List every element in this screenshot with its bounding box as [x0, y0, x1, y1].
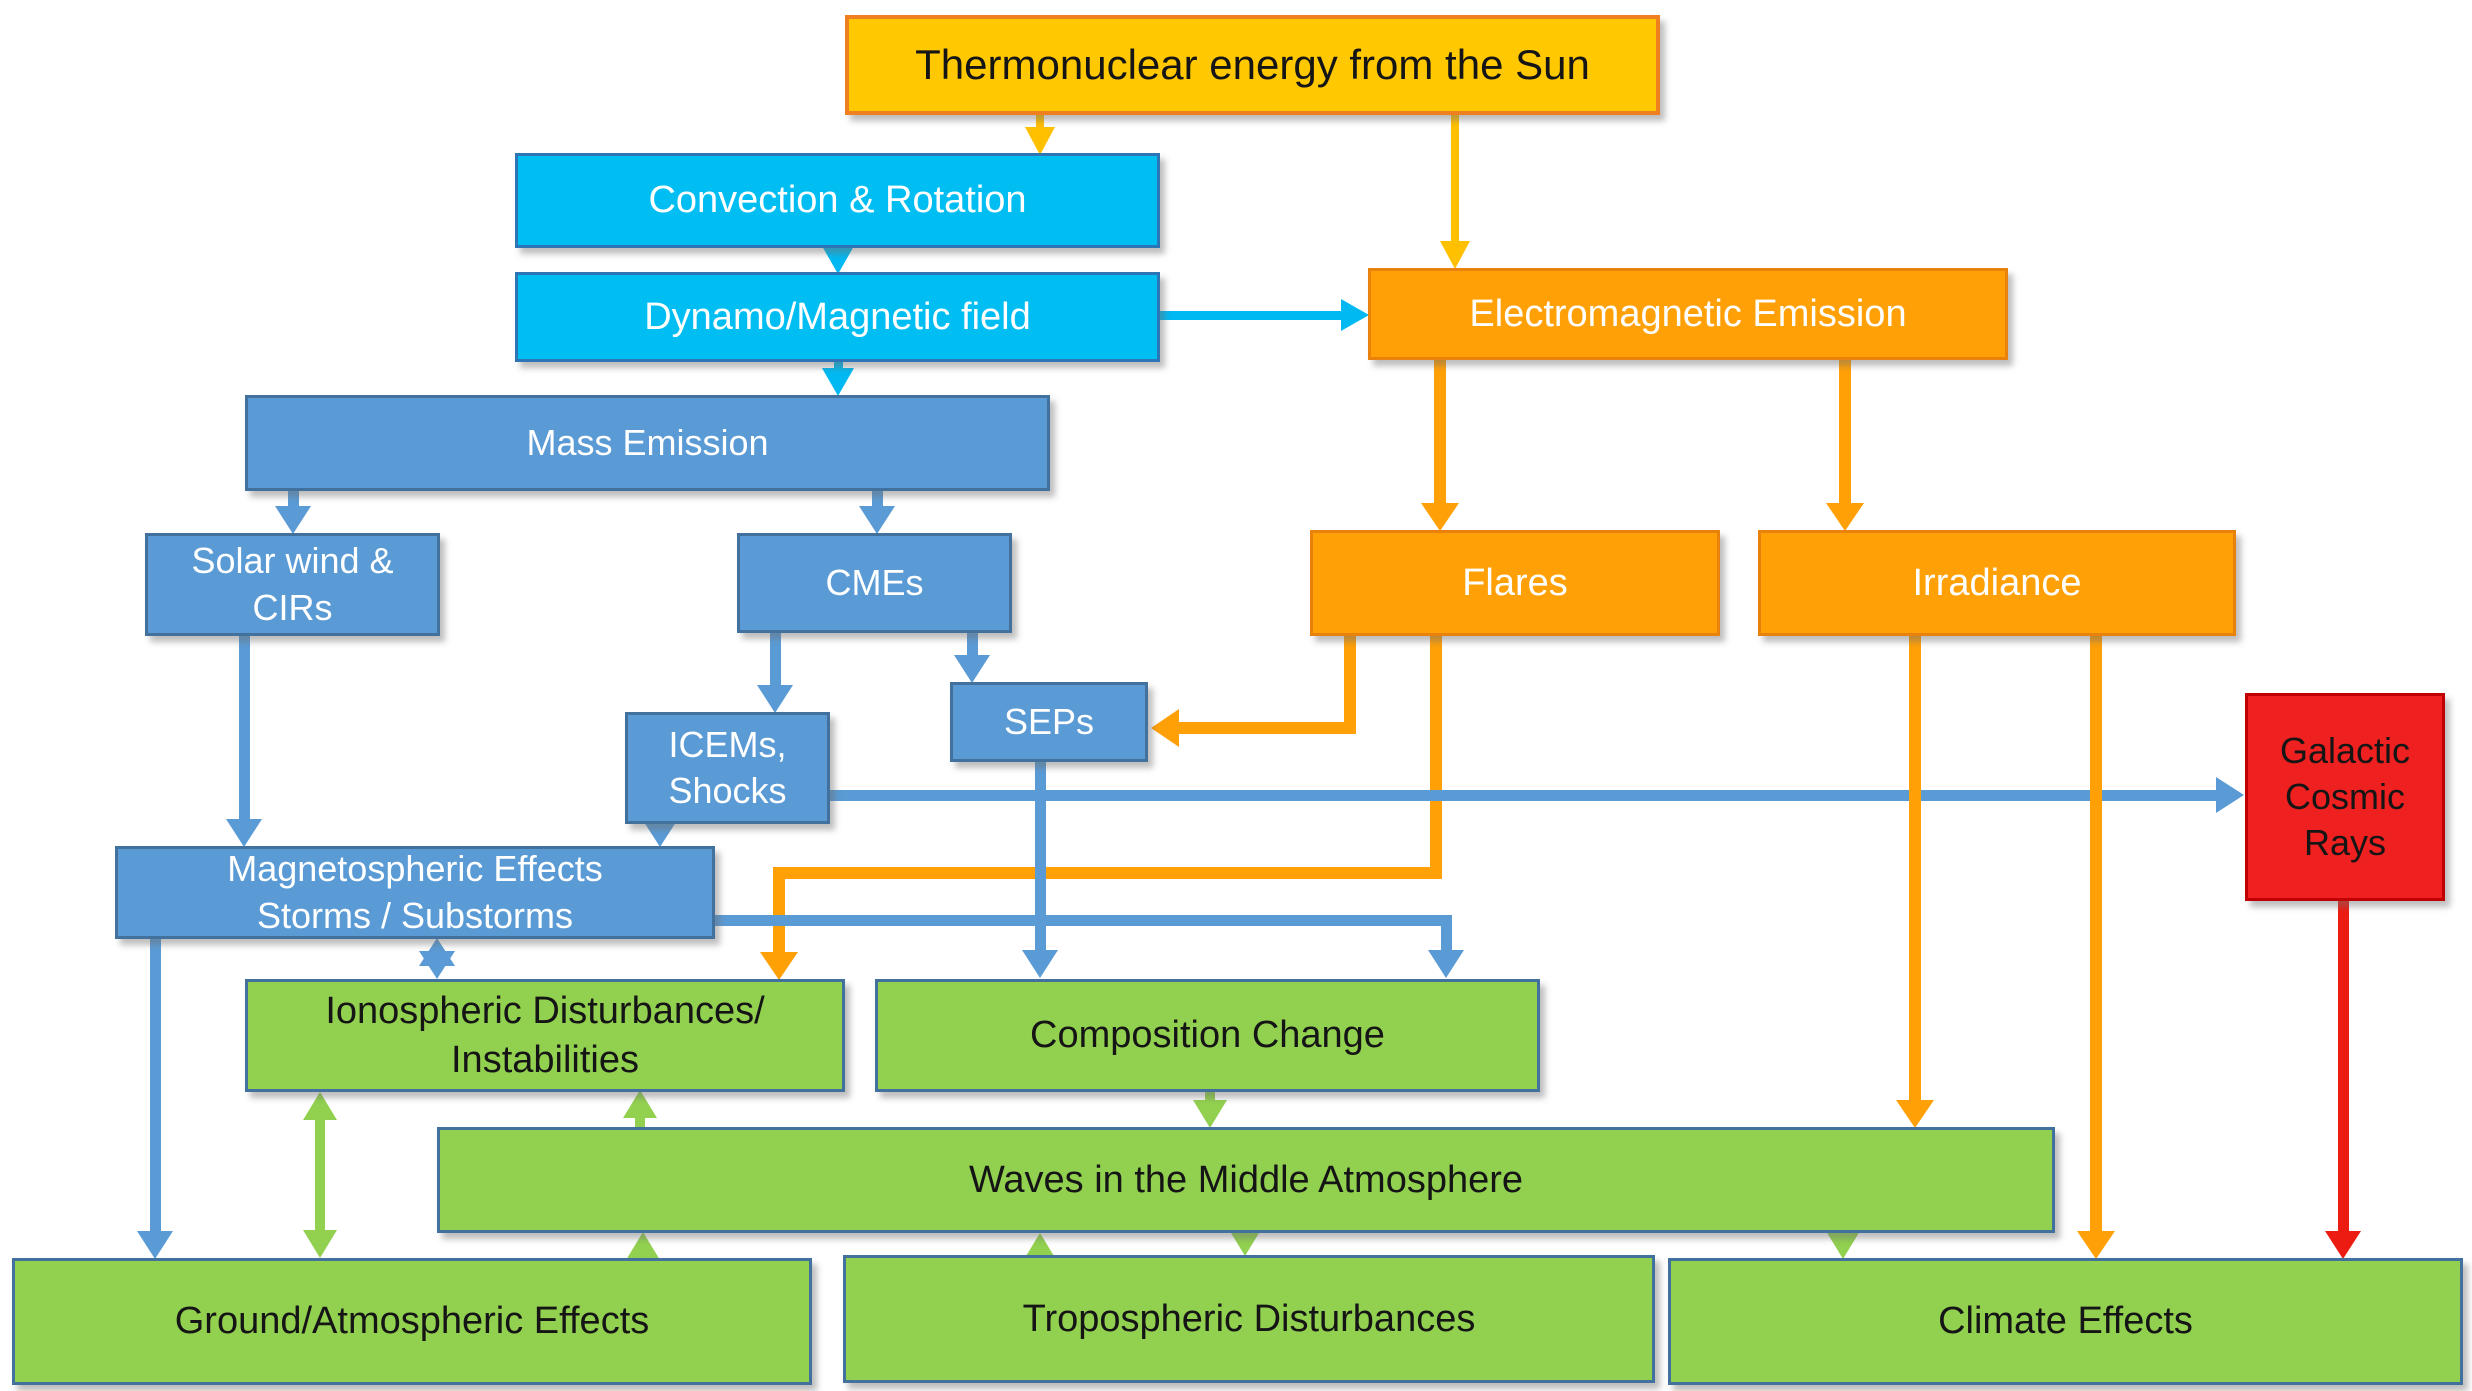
edge-em_emission-irradiance	[1839, 354, 1851, 509]
node-flares: Flares	[1310, 530, 1720, 636]
node-solar-wind-cirs: Solar wind & CIRs	[145, 533, 440, 636]
edge-galactic_cosmic_rays-climate_effects-arrowhead	[2325, 1231, 2361, 1259]
edge-em_emission-flares	[1434, 354, 1446, 509]
edge-magnetospheric-ground_atmospheric	[149, 933, 161, 1237]
edge-magnetospheric-composition_change	[1440, 914, 1452, 956]
edge-irradiance-waves_middle_atmosphere	[1909, 630, 1921, 1106]
edge-magnetospheric-composition_change	[709, 914, 1452, 926]
edge-irradiance-climate_effects	[2090, 630, 2102, 1237]
edge-flares-seps-arrowhead	[1151, 709, 1179, 747]
edge-irradiance-waves_middle_atmosphere-arrowhead	[1896, 1100, 1934, 1128]
edge-convection-dynamo-arrowhead	[822, 246, 854, 274]
edge-thermonuclear-em_emission	[1451, 109, 1459, 245]
edge-magnetospheric-composition_change-arrowhead	[1428, 950, 1464, 978]
edge-ground_atmospheric-ionospheric-arrowhead	[303, 1092, 337, 1120]
edge-irradiance-climate_effects-arrowhead	[2077, 1231, 2115, 1259]
node-galactic-cosmic-rays: Galactic Cosmic Rays	[2245, 693, 2445, 901]
edge-thermonuclear-convection-arrowhead	[1025, 127, 1055, 155]
edge-icems_shocks-galactic_cosmic_rays-arrowhead	[2216, 777, 2244, 813]
edge-waves_middle_atmosphere-climate_effects-arrowhead	[1826, 1231, 1860, 1259]
edge-ground_atmospheric-ionospheric	[315, 1107, 325, 1243]
edge-mass_emission-solar_wind	[287, 485, 299, 512]
edge-mass_emission-cmes	[871, 485, 883, 512]
edge-solar_wind-magnetospheric	[238, 630, 250, 825]
edge-icems_shocks-galactic_cosmic_rays	[824, 789, 2222, 801]
edge-seps-composition_change	[1034, 756, 1046, 956]
edge-ground_atmospheric-waves_middle_atmosphere-arrowhead	[626, 1232, 660, 1260]
node-tropospheric-disturbances: Tropospheric Disturbances	[843, 1255, 1655, 1383]
node-mass-emission: Mass Emission	[245, 395, 1050, 491]
node-convection-rotation: Convection & Rotation	[515, 153, 1160, 248]
edge-thermonuclear-convection	[1036, 109, 1044, 131]
node-icems-shocks: ICEMs, Shocks	[625, 712, 830, 824]
edge-waves_middle_atmosphere-ionospheric	[635, 1113, 645, 1133]
edge-dynamo-em_emission-arrowhead	[1341, 299, 1369, 331]
edge-solar_wind-magnetospheric-arrowhead	[226, 819, 262, 847]
edge-thermonuclear-em_emission-arrowhead	[1440, 241, 1470, 269]
edge-mass_emission-solar_wind-arrowhead	[275, 506, 311, 534]
edge-waves_middle_atmosphere-ionospheric-arrowhead	[623, 1090, 657, 1118]
node-ionospheric-disturbances: Ionospheric Disturbances/ Instabilities	[245, 979, 845, 1092]
node-ground-atmospheric-effects: Ground/Atmospheric Effects	[12, 1258, 812, 1385]
edge-cmes-seps	[966, 627, 978, 661]
node-cmes: CMEs	[737, 533, 1012, 633]
node-seps: SEPs	[950, 682, 1148, 762]
edge-composition_change-waves_middle_atmosphere	[1205, 1085, 1215, 1105]
edge-seps-composition_change-arrowhead	[1022, 950, 1058, 978]
edge-em_emission-flares-arrowhead	[1421, 503, 1459, 531]
node-irradiance: Irradiance	[1758, 530, 2236, 636]
edge-dynamo-em_emission	[1155, 310, 1346, 320]
node-dynamo-magnetic-field: Dynamo/Magnetic field	[515, 272, 1160, 362]
node-magnetospheric-effects: Magnetospheric Effects Storms / Substorm…	[115, 846, 715, 939]
node-composition-change: Composition Change	[875, 979, 1540, 1092]
edge-cmes-icems_shocks-arrowhead	[757, 685, 793, 713]
edge-cmes-icems_shocks	[769, 627, 781, 691]
edge-flares-seps	[1173, 722, 1356, 734]
edge-ground_atmospheric-ionospheric-arrowhead	[303, 1230, 337, 1258]
edge-composition_change-waves_middle_atmosphere-arrowhead	[1193, 1100, 1227, 1128]
edge-flares-ionospheric	[773, 867, 1442, 879]
edge-dynamo-mass_emission-arrowhead	[822, 368, 854, 396]
edge-dynamo-mass_emission	[833, 357, 843, 373]
edge-cmes-seps-arrowhead	[954, 655, 990, 683]
edge-flares-seps	[1344, 630, 1356, 734]
node-waves-middle-atmosphere: Waves in the Middle Atmosphere	[437, 1127, 2055, 1233]
edge-em_emission-irradiance-arrowhead	[1826, 503, 1864, 531]
node-electromagnetic-emission: Electromagnetic Emission	[1368, 268, 2008, 360]
edge-flares-ionospheric	[773, 867, 785, 958]
edge-flares-ionospheric-arrowhead	[760, 952, 798, 980]
edge-galactic_cosmic_rays-climate_effects	[2337, 893, 2349, 1237]
node-climate-effects: Climate Effects	[1668, 1258, 2463, 1385]
edge-flares-ionospheric	[1430, 630, 1442, 879]
edge-magnetospheric-ground_atmospheric-arrowhead	[137, 1231, 173, 1259]
node-thermonuclear-energy: Thermonuclear energy from the Sun	[845, 15, 1660, 115]
edge-mass_emission-cmes-arrowhead	[859, 506, 895, 534]
edge-magnetospheric-ionospheric-arrowhead	[419, 938, 455, 966]
